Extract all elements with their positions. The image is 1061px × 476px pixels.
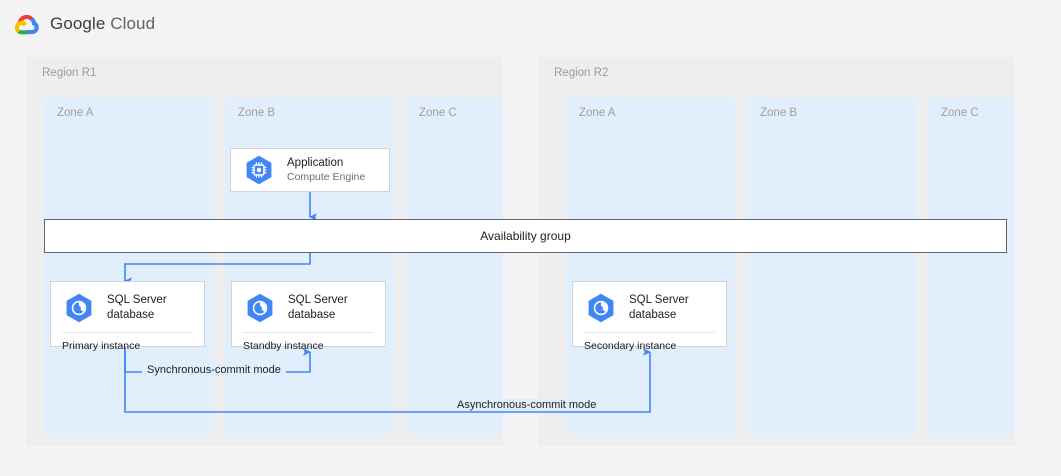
divider xyxy=(243,332,374,333)
zone-label: Zone C xyxy=(941,107,979,119)
sql-server-database-icon xyxy=(243,291,277,325)
zone-label: Zone A xyxy=(579,107,616,119)
region-r1-zone-a: Zone A xyxy=(44,98,213,435)
page-header: Google Cloud xyxy=(0,0,1061,48)
region-r2-zone-b: Zone B xyxy=(747,98,916,435)
node-secondary-database[interactable]: SQL Server database Secondary instance xyxy=(572,281,727,352)
region-r1-label: Region R1 xyxy=(42,67,97,79)
availability-group-bar[interactable]: Availability group xyxy=(44,219,1007,253)
region-r2-label: Region R2 xyxy=(554,67,609,79)
node-role-label: Primary instance xyxy=(62,340,141,352)
sql-server-database-icon xyxy=(62,291,96,325)
brand-wordmark: Google Cloud xyxy=(50,14,155,34)
node-title-line2: database xyxy=(288,309,336,321)
zone-label: Zone B xyxy=(760,107,798,119)
node-title-line1: SQL Server xyxy=(629,294,689,307)
node-role-label: Secondary instance xyxy=(584,340,677,352)
right-edge-mask xyxy=(1015,57,1061,446)
node-title-line1: SQL Server xyxy=(107,294,167,307)
node-standby-database[interactable]: SQL Server database Standby instance xyxy=(231,281,386,352)
zone-label: Zone C xyxy=(419,107,457,119)
zone-label: Zone B xyxy=(238,107,276,119)
brand-cloud: Cloud xyxy=(110,14,156,33)
brand-google: Google xyxy=(50,14,106,33)
region-r2-zone-a: Zone A xyxy=(566,98,735,435)
node-primary-database[interactable]: SQL Server database Primary instance xyxy=(50,281,205,352)
divider xyxy=(62,332,193,333)
node-title: Application xyxy=(287,156,344,169)
node-role-label: Standby instance xyxy=(243,340,324,352)
edge-label-synchronous-commit: Synchronous-commit mode xyxy=(142,364,286,376)
zone-label: Zone A xyxy=(57,107,94,119)
compute-engine-icon xyxy=(242,153,276,187)
divider xyxy=(584,332,715,333)
edge-label-asynchronous-commit: Asynchronous-commit mode xyxy=(452,399,602,411)
node-title-line2: database xyxy=(629,309,677,321)
node-title-line1: SQL Server xyxy=(288,294,348,307)
node-application[interactable]: Application Compute Engine xyxy=(230,148,390,192)
availability-group-label: Availability group xyxy=(480,229,571,243)
node-subtitle: Compute Engine xyxy=(287,170,366,183)
node-title-line2: database xyxy=(107,309,155,321)
sql-server-database-icon xyxy=(584,291,618,325)
google-cloud-logo-icon xyxy=(14,14,39,35)
